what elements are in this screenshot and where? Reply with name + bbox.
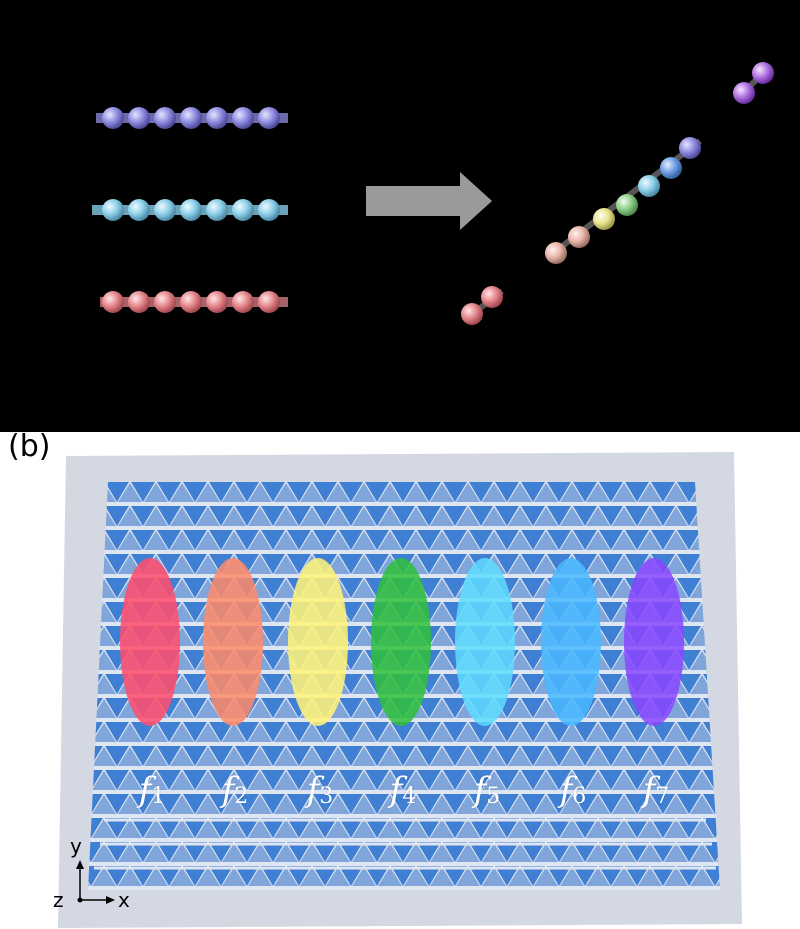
chain-purple [96, 107, 288, 129]
panel-b: (b) f1 f2 f3 f4 f5 f6 f7 y z x [0, 432, 800, 929]
resonator-label-f1: f1 [138, 770, 166, 810]
resonator-f4 [371, 558, 431, 726]
resonator-f1 [120, 558, 180, 726]
resonator-label-f4: f4 [389, 770, 417, 810]
resonator-label-f7: f7 [642, 770, 670, 810]
resonators [120, 558, 684, 726]
panel-label-b: (b) [8, 429, 51, 464]
horizontal-strips [94, 818, 716, 870]
axis-label-y: y [70, 834, 82, 858]
panel-a [0, 0, 800, 432]
transform-arrow [366, 172, 492, 230]
resonator-f6 [541, 558, 601, 726]
resonator-label-f5: f5 [473, 770, 501, 810]
panel-a-drawing [92, 62, 774, 325]
chain-red [100, 291, 288, 313]
resonator-label-f6: f6 [559, 770, 587, 810]
graded-chain [461, 62, 774, 325]
resonator-f7 [624, 558, 684, 726]
axis-label-z: z [53, 888, 64, 912]
resonator-label-f3: f3 [306, 770, 334, 810]
resonator-label-f2: f2 [221, 770, 249, 810]
metamaterial-plate [58, 452, 742, 928]
resonator-f2 [203, 558, 263, 726]
axis-label-x: x [118, 888, 130, 912]
resonator-f5 [455, 558, 515, 726]
axis-triad [76, 860, 115, 904]
chain-cyan [92, 199, 288, 221]
resonator-f3 [288, 558, 348, 726]
